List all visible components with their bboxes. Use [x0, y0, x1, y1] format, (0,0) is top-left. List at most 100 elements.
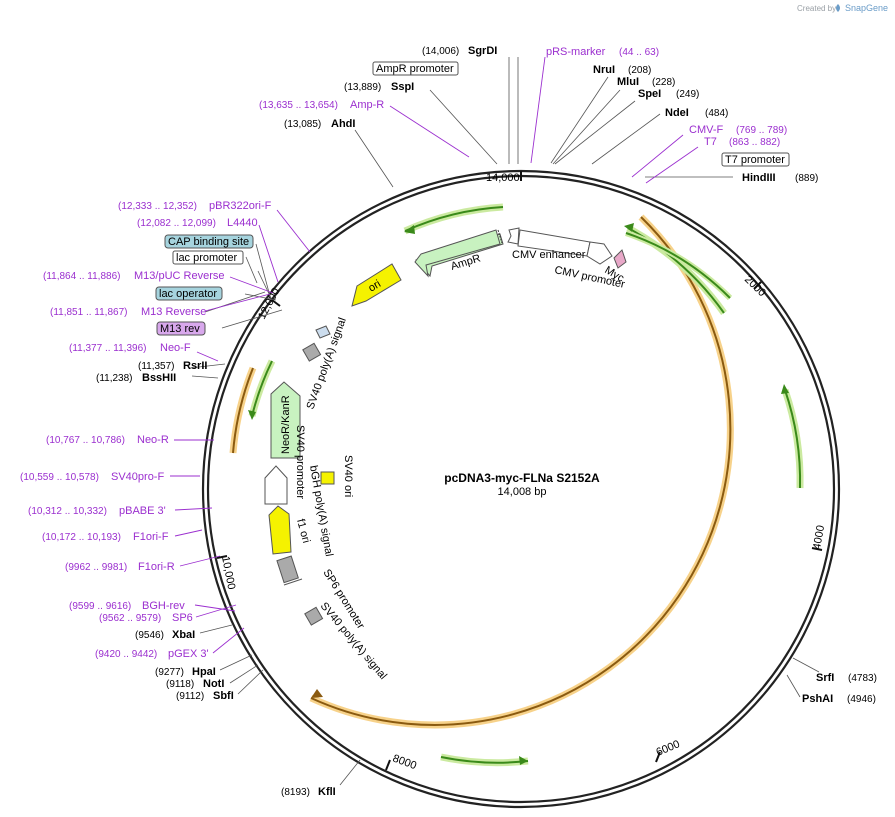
primer-range: (10,767 .. 10,786) — [46, 435, 125, 446]
enzyme-name: XbaI — [172, 629, 195, 641]
enzyme-name: HpaI — [192, 666, 216, 678]
enzyme-name: NotI — [203, 678, 224, 690]
enzyme-name: SbfI — [213, 690, 234, 702]
enzyme-name: KflI — [318, 786, 336, 798]
enzyme-name: PshAI — [802, 693, 833, 705]
enzyme-name: SpeI — [638, 88, 661, 100]
enzyme-pos: (4783) — [848, 673, 877, 684]
cmv-promoter-shape — [586, 241, 613, 265]
enzyme-pos: (13,085) — [284, 119, 321, 130]
enzyme-name: RsrII — [183, 360, 207, 372]
enzyme-name: NruI — [593, 64, 615, 76]
lac-promoter-box — [172, 250, 244, 265]
ori-shape — [351, 263, 402, 307]
lac-operator-box — [155, 286, 223, 301]
snapgene-logo-icon — [836, 4, 840, 12]
cmv-enhancer-label: CMV enhancer — [512, 249, 586, 261]
primer-name: SP6 — [172, 612, 193, 624]
lac-promoter-text: lac promoter — [176, 252, 237, 264]
primer-range: (9962 .. 9981) — [65, 562, 127, 573]
enzyme-pos: (8193) — [281, 787, 310, 798]
primer-name: pGEX 3' — [168, 648, 209, 660]
brand-text: SnapGene — [845, 3, 888, 13]
leader-lines — [189, 57, 820, 786]
enzyme-pos: (9546) — [135, 630, 164, 641]
left-orf-arc — [232, 367, 254, 454]
primer-range: (9562 .. 9579) — [99, 613, 161, 624]
enzyme-name: SrfI — [816, 672, 834, 684]
enzyme-pos: (11,238) — [96, 373, 133, 384]
enzyme-pos: (228) — [652, 77, 675, 88]
primer-name: Neo-F — [160, 342, 191, 354]
primer-name: SV40pro-F — [111, 471, 164, 483]
primer-range: (10,172 .. 10,193) — [42, 532, 121, 543]
tick-label: 14,000 — [486, 172, 520, 184]
t7-promoter-text: T7 promoter — [725, 154, 785, 166]
enzyme-labels: (14,006) SgrDI (13,889) SspI (13,085) Ah… — [96, 45, 877, 798]
primer-range: (13,635 .. 13,654) — [259, 100, 338, 111]
m13-rev-box — [156, 321, 206, 336]
credit-text: Created by — [797, 4, 836, 13]
enzyme-name: AhdI — [331, 118, 355, 130]
lac-operator-text: lac operator — [159, 288, 217, 300]
primer-name: M13/pUC Reverse — [134, 270, 224, 282]
primer-range: (9599 .. 9616) — [69, 601, 131, 612]
enzyme-pos: (249) — [676, 89, 699, 100]
primer-name: F1ori-F — [133, 531, 169, 543]
primer-name: Amp-R — [350, 99, 384, 111]
green-orf-arcs — [248, 203, 804, 767]
tick-marks — [216, 171, 823, 771]
ampr-promoter-mark — [497, 229, 503, 244]
myc-shape — [613, 249, 627, 269]
enzyme-pos: (9118) — [166, 679, 194, 690]
enzyme-name: SgrDI — [468, 45, 497, 57]
primer-name: T7 — [704, 136, 717, 148]
primer-name: pBABE 3' — [119, 505, 166, 517]
enzyme-pos: (889) — [795, 173, 818, 184]
primer-name: pBR322ori-F — [209, 200, 272, 212]
enzyme-pos: (9112) — [176, 691, 204, 702]
boxed-labels: AmpR promoter T7 promoter CAP binding si… — [155, 61, 790, 336]
cap-site-text: CAP binding site — [168, 236, 249, 248]
sv40-polya-2-shape — [304, 606, 324, 626]
tick-label: 10,000 — [219, 555, 237, 590]
ampr-promoter-text: AmpR promoter — [376, 63, 454, 75]
sv40-ori-label: SV40 ori — [342, 455, 354, 497]
primer-name: Neo-R — [137, 434, 169, 446]
sp6-mark — [283, 578, 303, 586]
t7-promoter-box — [721, 152, 790, 167]
flna-orf-arc — [310, 216, 732, 726]
plasmid-size: 14,008 bp — [498, 486, 547, 498]
m13-rev-text: M13 rev — [160, 323, 200, 335]
enzyme-name: SspI — [391, 81, 414, 93]
primer-name: F1ori-R — [138, 561, 175, 573]
primer-range: (12,082 .. 12,099) — [137, 218, 216, 229]
primer-range: (11,851 .. 11,867) — [50, 307, 127, 318]
bgh-polya-shape — [276, 555, 299, 584]
enzyme-pos: (484) — [705, 108, 728, 119]
enzyme-name: BssHII — [142, 372, 176, 384]
tick-label: 8000 — [391, 753, 418, 773]
ampr-promoter-box — [372, 61, 459, 76]
primer-range: (44 .. 63) — [619, 47, 659, 58]
primer-range: (12,333 .. 12,352) — [118, 201, 197, 212]
primer-name: pRS-marker — [546, 46, 606, 58]
lac-box — [315, 325, 331, 339]
enzyme-pos: (4946) — [847, 694, 876, 705]
sv40-promoter-shape — [264, 465, 288, 505]
primer-range: (863 .. 882) — [729, 137, 780, 148]
tick-label: 4000 — [811, 524, 827, 550]
ampr-arrow — [414, 229, 501, 278]
ori-label: ori — [366, 278, 383, 295]
f1-ori-label: f1 ori — [294, 518, 312, 545]
primer-name: L4440 — [227, 217, 258, 229]
sv40-promoter-label: SV40 promoter — [294, 425, 306, 499]
tick-label: 2000 — [742, 274, 768, 300]
primer-labels: pRS-marker (44 .. 63) (13,635 .. 13,654)… — [20, 46, 787, 660]
primer-range: (10,312 .. 10,332) — [28, 506, 107, 517]
primer-range: (769 .. 789) — [736, 125, 787, 136]
primer-leaders — [170, 56, 699, 654]
primer-range: (10,559 .. 10,578) — [20, 472, 99, 483]
tick-label: 6000 — [654, 738, 681, 759]
